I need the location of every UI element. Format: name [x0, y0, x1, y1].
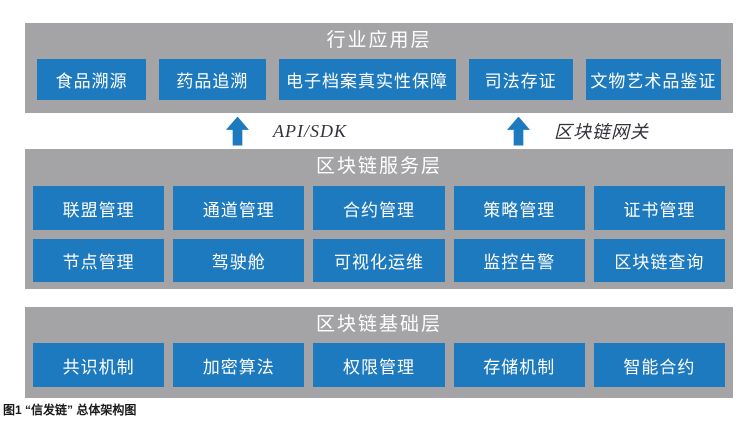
- box-monitor-alert: 监控告警: [453, 239, 585, 282]
- box-storage-mechanism: 存储机制: [453, 343, 585, 387]
- row-spacer: [25, 230, 733, 238]
- box-visual-ops: 可视化运维: [313, 239, 445, 282]
- layer-blockchain-service-title: 区块链服务层: [315, 156, 442, 177]
- figure-caption: 图1 “信发链” 总体架构图: [3, 403, 137, 417]
- connector-blockchain-gateway-label: 区块链网关: [554, 122, 649, 142]
- up-arrow-icon: [507, 116, 530, 146]
- service-box-row-2: 节点管理 驾驶舱 可视化运维 监控告警 区块链查询: [25, 239, 733, 282]
- box-permission-mgmt: 权限管理: [313, 343, 445, 387]
- box-node-mgmt: 节点管理: [33, 239, 165, 282]
- layer-blockchain-base: 区块链基础层 共识机制 加密算法 权限管理 存储机制 智能合约: [25, 307, 733, 398]
- service-box-row-1: 联盟管理 通道管理 合约管理 策略管理 证书管理: [25, 186, 733, 230]
- connector-api-sdk-label: API/SDK: [273, 120, 347, 141]
- layer-industry-application-title: 行业应用层: [326, 30, 432, 51]
- connector-blockchain-gateway: 区块链网关: [507, 116, 649, 146]
- box-earchive-authenticity: 电子档案真实性保障: [278, 59, 456, 100]
- box-channel-mgmt: 通道管理: [173, 186, 305, 230]
- layer-industry-application: 行业应用层 食品溯源 药品追溯 电子档案真实性保障 司法存证 文物艺术品鉴证: [25, 23, 733, 113]
- box-judicial-evidence: 司法存证: [468, 59, 573, 100]
- layer-blockchain-service: 区块链服务层 联盟管理 通道管理 合约管理 策略管理 证书管理 节点管理 驾驶舱…: [25, 149, 733, 289]
- connector-api-sdk: API/SDK: [226, 116, 347, 146]
- box-food-traceability: 食品溯源: [37, 59, 147, 100]
- layer-blockchain-base-title: 区块链基础层: [315, 314, 442, 335]
- box-artwork-authentication: 文物艺术品鉴证: [585, 59, 722, 100]
- box-encryption-algorithm: 加密算法: [173, 343, 305, 387]
- box-consensus-mechanism: 共识机制: [33, 343, 165, 387]
- box-blockchain-query: 区块链查询: [593, 239, 726, 282]
- box-certificate-mgmt: 证书管理: [593, 186, 726, 230]
- base-box-row: 共识机制 加密算法 权限管理 存储机制 智能合约: [25, 343, 733, 387]
- up-arrow-icon: [226, 116, 249, 146]
- connector-zone: API/SDK 区块链网关: [25, 113, 733, 149]
- box-smart-contract: 智能合约: [593, 343, 726, 387]
- box-policy-mgmt: 策略管理: [453, 186, 585, 230]
- box-drug-traceability: 药品追溯: [159, 59, 266, 100]
- box-contract-mgmt: 合约管理: [313, 186, 445, 230]
- box-alliance-mgmt: 联盟管理: [33, 186, 165, 230]
- box-cockpit: 驾驶舱: [173, 239, 305, 282]
- application-box-row: 食品溯源 药品追溯 电子档案真实性保障 司法存证 文物艺术品鉴证: [25, 59, 733, 100]
